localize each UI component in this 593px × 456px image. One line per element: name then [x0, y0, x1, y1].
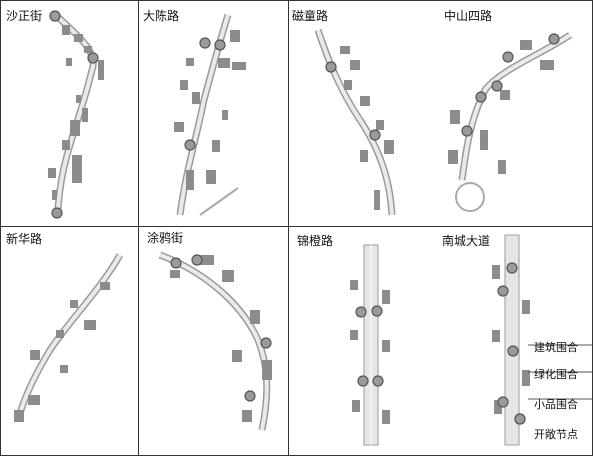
panel-label-7: 锦橙路 [297, 234, 334, 248]
open-node-marker [214, 39, 226, 51]
panel-label-2: 大陈路 [143, 9, 180, 23]
open-node-marker [371, 305, 383, 317]
open-node-marker [49, 10, 61, 22]
panel-5-map [14, 253, 124, 422]
open-node-marker [461, 125, 473, 137]
open-node-marker [325, 61, 337, 73]
panel-label-4: 中山四路 [444, 9, 493, 23]
open-node-marker [244, 390, 256, 402]
open-node-marker [51, 207, 63, 219]
panel-3-map [314, 28, 396, 216]
open-node-marker [548, 33, 560, 45]
panel-label-8: 南城大道 [442, 234, 491, 248]
legend-node-label: 开敞节点 [534, 428, 578, 441]
open-node-marker [475, 91, 487, 103]
open-node-marker [497, 285, 509, 297]
legend-node-symbol [514, 413, 526, 425]
panel-label-6: 涂鸦街 [147, 231, 184, 245]
panel-label-1: 沙正街 [6, 9, 43, 23]
open-node-marker [507, 345, 519, 357]
panel-2-map [174, 13, 246, 216]
panel-8-map [492, 234, 530, 446]
panel-6-map [158, 251, 272, 431]
legend-building-label: 建筑围合 [534, 341, 578, 354]
open-node-marker [357, 375, 369, 387]
open-node-marker [491, 80, 503, 92]
open-node-marker [355, 306, 367, 318]
open-node-marker [170, 257, 182, 269]
open-node-marker [199, 37, 211, 49]
legend-green-label: 绿化围合 [534, 368, 578, 381]
open-node-marker [191, 254, 203, 266]
panel-7-map [350, 244, 390, 446]
panel-label-5: 新华路 [6, 232, 43, 246]
panel-label-3: 磁童路 [292, 9, 329, 23]
open-node-marker [184, 139, 196, 151]
panel-1-map [48, 10, 104, 219]
legend-small-label: 小品围合 [534, 398, 578, 411]
open-node-marker [87, 52, 99, 64]
panel-4-map [448, 32, 572, 212]
open-node-marker [260, 337, 272, 349]
legend-symbols [514, 344, 592, 425]
open-node-marker [506, 262, 518, 274]
open-node-marker [497, 396, 509, 408]
open-node-marker [369, 129, 381, 141]
open-node-marker [502, 51, 514, 63]
open-node-marker [372, 375, 384, 387]
